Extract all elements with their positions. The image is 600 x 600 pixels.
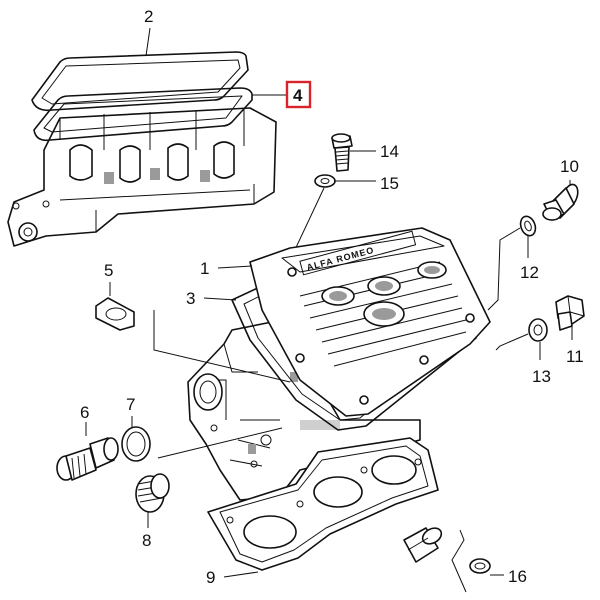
valve-cover-top-ridge xyxy=(281,235,445,273)
callout-4-highlight-box xyxy=(285,80,312,109)
cover-well-4-shade xyxy=(372,308,396,320)
callout-11: 11 xyxy=(566,347,584,366)
cover-boss-a xyxy=(287,267,297,277)
o-ring-part-7 xyxy=(121,426,151,462)
callout-10: 10 xyxy=(560,157,579,176)
washer-part-12 xyxy=(519,215,537,237)
head-gasket-inner xyxy=(219,445,429,563)
callout-3: 3 xyxy=(186,289,195,308)
gasket-part-2 xyxy=(31,51,249,112)
leader-12-to-cover xyxy=(487,227,521,311)
callout-1: 1 xyxy=(200,259,209,278)
cover-boss-d xyxy=(465,313,475,323)
leader-13-to-cover xyxy=(495,333,529,351)
head-shadow-2 xyxy=(150,168,160,180)
head-bolt-1 xyxy=(12,202,20,210)
inset-cylinder-head xyxy=(7,51,277,247)
callout-6: 6 xyxy=(80,403,89,422)
leader-14-15-to-cover xyxy=(291,187,325,257)
main-head-port-bore xyxy=(199,380,217,404)
cover-boss-b xyxy=(295,353,305,363)
head-bolt-2 xyxy=(42,200,50,208)
cover-well-2-shade xyxy=(375,281,393,291)
callout-13: 13 xyxy=(532,367,551,386)
callout-7: 7 xyxy=(126,395,135,414)
leader-16-bracket xyxy=(451,529,467,593)
gasket-part-2-inner xyxy=(41,59,241,105)
callout-15: 15 xyxy=(380,174,399,193)
gasket-part-5 xyxy=(95,297,135,331)
gasket-hole-b xyxy=(296,500,304,508)
leader-9 xyxy=(223,571,259,578)
main-head-port xyxy=(193,373,223,411)
dowel-part-16 xyxy=(403,527,443,563)
main-head-bolt-b xyxy=(210,424,218,432)
head-shadow-1 xyxy=(200,170,210,182)
cover-boss-e xyxy=(419,355,429,365)
leader-6-7-to-head xyxy=(157,427,283,459)
head-cam-ridge xyxy=(59,108,245,150)
gasket-part-4-inner xyxy=(43,95,243,133)
main-head-shadow-b xyxy=(290,372,298,382)
cover-boss-c xyxy=(359,395,369,405)
cover-well-3-shade xyxy=(424,266,440,274)
cover-well-1-shade xyxy=(329,291,347,301)
callout-12: 12 xyxy=(520,263,539,282)
plug-part-11 xyxy=(555,295,585,331)
head-gasket-bore-2 xyxy=(313,476,363,508)
head-gasket-bore-3 xyxy=(371,455,417,485)
head-outlet-pipe xyxy=(18,222,38,242)
leader-3 xyxy=(203,297,237,301)
gasket-hole-c xyxy=(360,466,368,474)
fitting-part-6 xyxy=(56,437,119,481)
main-head-shadow-a xyxy=(248,444,256,454)
main-head-ribs xyxy=(206,343,280,467)
ring-part-16 xyxy=(469,558,491,574)
leader-1 xyxy=(217,265,253,269)
gasket-part-4 xyxy=(33,87,253,142)
valve-cover-part-1: ALFA ROMEO xyxy=(249,227,491,417)
callout-5: 5 xyxy=(104,261,113,280)
main-head-bolt-a xyxy=(250,460,258,468)
head-gasket-part-9 xyxy=(207,437,439,571)
plug-part-8 xyxy=(135,473,170,513)
callout-16: 16 xyxy=(508,567,527,586)
callout-4: 4 xyxy=(293,86,303,105)
leader-5-to-head xyxy=(153,310,291,383)
main-head-shadow-c xyxy=(300,420,340,430)
main-head-hole xyxy=(260,434,272,446)
callout-14: 14 xyxy=(380,142,399,161)
callout-8: 8 xyxy=(142,531,151,550)
leader-2 xyxy=(145,27,151,57)
gasket-hole-d xyxy=(414,458,422,466)
washer-part-15 xyxy=(314,174,336,188)
gasket-hole-a xyxy=(226,516,234,524)
head-shadow-3 xyxy=(104,172,114,184)
head-outlet-bore xyxy=(23,227,33,237)
head-body xyxy=(7,107,277,247)
head-lower-edge xyxy=(59,184,255,232)
callout-9: 9 xyxy=(206,568,215,587)
callout-2: 2 xyxy=(144,7,153,26)
washer-part-13 xyxy=(528,318,548,342)
head-gasket-bore-1 xyxy=(243,515,297,549)
head-ports xyxy=(69,141,235,183)
bolt-part-14 xyxy=(331,133,353,172)
union-part-10 xyxy=(542,183,579,221)
